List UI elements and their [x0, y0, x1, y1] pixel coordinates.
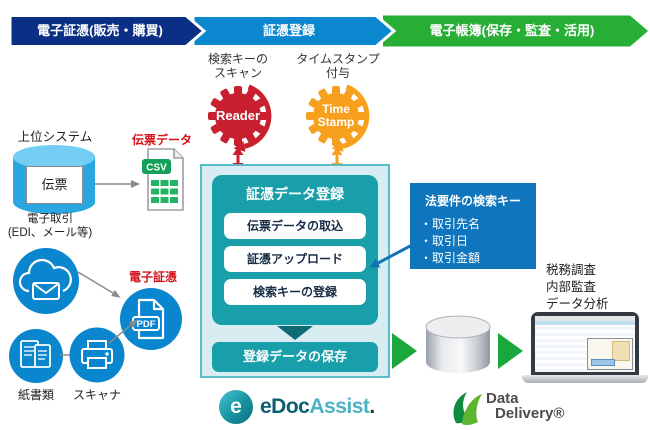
- pdf-file-icon: PDF: [120, 288, 182, 350]
- slip-to-csv-arrow-icon: [95, 180, 140, 188]
- electronic-trade-label: 電子取引 (EDI、メール等): [7, 213, 93, 239]
- datadelivery-logo-text: Data Delivery®: [486, 390, 565, 422]
- banner-step-3: 電子帳簿(保存・監査・活用): [429, 23, 595, 38]
- down-arrow-icon: [277, 326, 313, 340]
- scanner-to-pdf-arrow-icon: [108, 319, 138, 344]
- edocassist-logo-text: eDocAssist.: [260, 395, 375, 418]
- reader-gear-label: Reader: [215, 108, 261, 123]
- flow-arrow-to-laptop-icon: [498, 333, 523, 369]
- laptop-popup-window: [587, 338, 633, 370]
- cloud-mail-icon: [13, 248, 79, 314]
- laptop-icon: [522, 312, 648, 388]
- banner-step-1: 電子証憑(販売・購買): [37, 23, 163, 38]
- scanner-label: スキャナ: [72, 388, 121, 402]
- banner-arrow-navy: [8, 14, 207, 48]
- cloud-to-pdf-arrow-icon: [78, 271, 121, 298]
- step-register-search-key: 検索キーの登録: [224, 279, 366, 305]
- edocassist-logo-icon: e: [219, 390, 253, 424]
- timestamp-gear-label: Time Stamp: [317, 102, 355, 129]
- step-evidence-upload: 証憑アップロード: [224, 246, 366, 272]
- timestamp-gear-icon: [306, 84, 370, 152]
- step-import-slip-data: 伝票データの取込: [224, 213, 366, 239]
- reader-gear-icon: [208, 84, 272, 152]
- paper-docs-label: 紙書類: [17, 388, 54, 402]
- storage-database-icon: [425, 315, 491, 373]
- pdf-badge-text: PDF: [137, 319, 156, 330]
- banner-arrows: [8, 14, 648, 48]
- datadelivery-logo-icon: [453, 392, 482, 426]
- slip-box: 伝票: [26, 166, 83, 204]
- reader-caption: 検索キーの スキャン: [207, 52, 268, 80]
- banner-arrow-green: [383, 15, 648, 47]
- requirement-item-amount: ・取引金額: [420, 251, 481, 265]
- electronic-evidence-label: 電子証憑: [128, 270, 177, 284]
- paper-documents-icon: [9, 329, 63, 383]
- registration-header: 証憑データ登録: [246, 186, 344, 202]
- csv-badge-text: CSV: [146, 163, 167, 174]
- csv-file-icon: CSV: [142, 148, 184, 211]
- requirement-item-partner: ・取引先名: [420, 217, 481, 231]
- banner-step-2: 証憑登録: [262, 23, 315, 38]
- upper-system-label: 上位システム: [17, 130, 93, 144]
- flow-arrow-to-database-icon: [392, 333, 417, 369]
- timestamp-caption: タイムスタンプ 付与: [296, 52, 380, 80]
- slip-data-label: 伝票データ: [131, 133, 192, 147]
- requirement-item-date: ・取引日: [420, 234, 469, 248]
- usage-text: 税務調査 内部監査 データ分析: [546, 263, 609, 311]
- save-registered-data-box: 登録データの保存: [212, 342, 378, 372]
- legal-requirements-title: 法要件の検索キー: [424, 194, 521, 208]
- legal-requirements-box: 法要件の検索キー ・取引先名 ・取引日 ・取引金額: [410, 183, 536, 269]
